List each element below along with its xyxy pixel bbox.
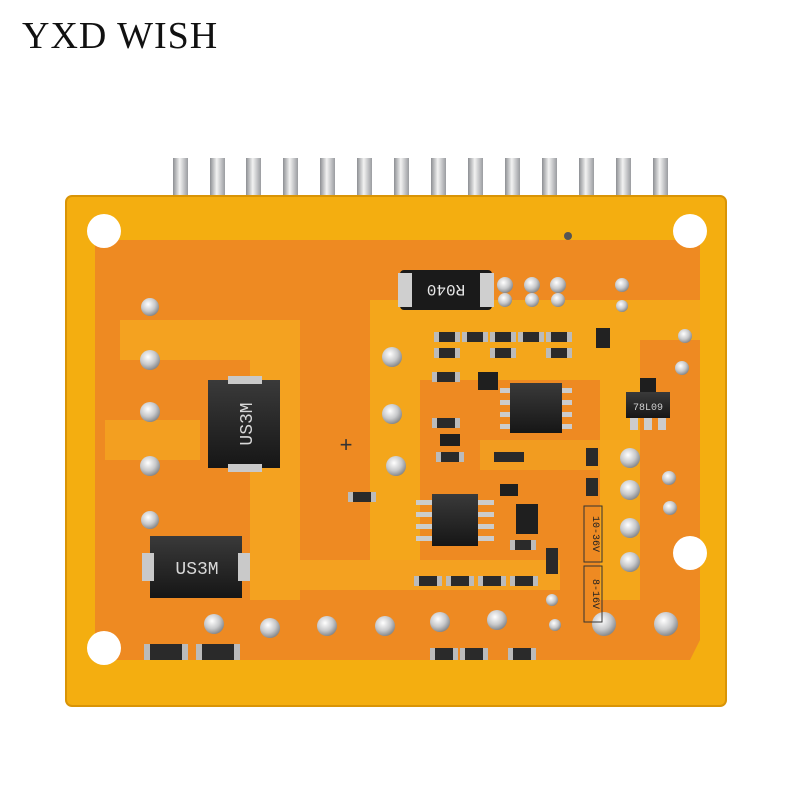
range-label-b: 8-16V [589, 579, 600, 609]
voltage-range-marks: 10-36V 8-16V [583, 505, 603, 623]
voltage-regulator: 78L09 [626, 378, 670, 430]
polarity-plus: + [340, 432, 353, 457]
shunt-label: R040 [427, 280, 465, 298]
ic-lower [416, 494, 494, 546]
diode-top: US3M [208, 376, 280, 472]
regulator-label: 78L09 [633, 403, 663, 414]
range-label-a: 10-36V [589, 516, 600, 552]
ic-upper [500, 383, 572, 433]
diode-bottom: US3M [142, 536, 250, 598]
diode-bottom-label: US3M [175, 560, 218, 580]
smd-components [144, 328, 610, 660]
diode-top-label: US3M [238, 402, 258, 445]
mounting-holes [87, 214, 707, 665]
brand-watermark: YXD WISH [22, 15, 219, 57]
shunt-resistor: R040 [398, 270, 494, 310]
solder-pads [140, 277, 692, 638]
